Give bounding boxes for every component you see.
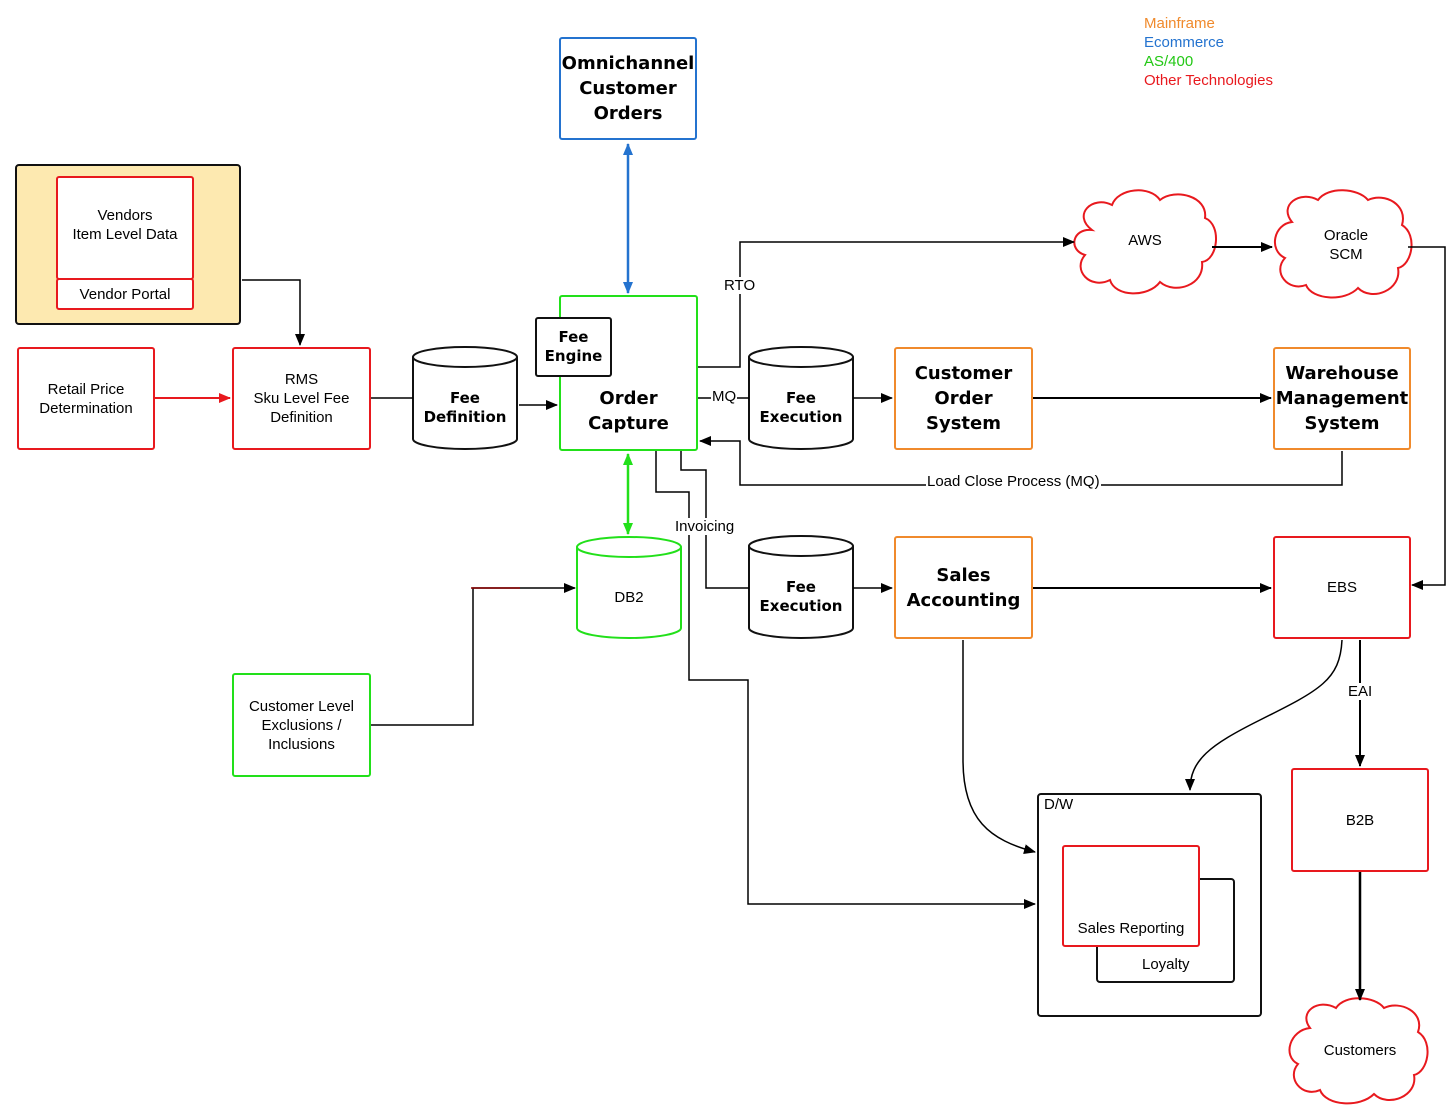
sales-accounting-to-dw-arrow xyxy=(962,640,1036,854)
warehouse-management-system: Warehouse Management System xyxy=(1273,347,1411,450)
dw-label: D/W xyxy=(1044,796,1074,813)
eai-label: EAI xyxy=(1347,683,1374,700)
customer-level-exclusions-inclusions: Customer Level Exclusions / Inclusions xyxy=(232,673,371,777)
load-close-label: Load Close Process (MQ) xyxy=(926,473,1101,490)
fee-execution-cylinder-1 xyxy=(748,346,854,450)
dw-container xyxy=(1037,793,1262,1017)
legend-mainframe: Mainframe xyxy=(1144,15,1215,32)
ebs-to-dw-arrow xyxy=(1185,639,1343,791)
order-capture-to-dw-arrow xyxy=(655,451,1036,909)
legend: Mainframe Ecommerce AS/400 Other Technol… xyxy=(1144,14,1273,90)
loyalty-label: Loyalty xyxy=(1142,956,1190,973)
sales-accounting: Sales Accounting xyxy=(894,536,1033,639)
load-close-arrow xyxy=(699,436,1343,486)
legend-as400: AS/400 xyxy=(1144,53,1194,70)
db2-label: DB2 xyxy=(614,589,644,606)
customers-label: Customers xyxy=(1323,1042,1397,1059)
rto-arrow xyxy=(698,237,1075,368)
mq-label: MQ xyxy=(711,388,738,405)
legend-ecommerce: Ecommerce xyxy=(1144,34,1225,51)
invoicing-line xyxy=(680,451,749,589)
sales-reporting: Sales Reporting xyxy=(1062,845,1200,947)
fee-definition-cylinder xyxy=(412,346,518,450)
vendor-portal: Vendor Portal xyxy=(56,278,194,310)
aws-label: AWS xyxy=(1128,232,1162,249)
invoicing-label: Invoicing xyxy=(674,518,736,535)
fee-execution-label-1: Fee Execution xyxy=(759,389,843,426)
customers-cloud xyxy=(1288,997,1429,1105)
vendors-item-level-data: Vendors Item Level Data xyxy=(56,176,194,280)
fee-definition-label: Fee Definition xyxy=(423,389,507,426)
oracle-scm-label: Oracle SCM xyxy=(1323,227,1369,263)
aws-cloud xyxy=(1073,189,1218,295)
legend-other-technologies: Other Technologies xyxy=(1144,72,1273,89)
customer-level-to-db2-arrow xyxy=(371,583,576,726)
rms-sku-level-fee-definition: RMS Sku Level Fee Definition xyxy=(232,347,371,450)
fee-execution-label-2: Fee Execution xyxy=(759,578,843,615)
db2-cylinder xyxy=(576,536,682,639)
omnichannel-customer-orders: Omnichannel Customer Orders xyxy=(559,37,697,140)
fee-execution-cylinder-2 xyxy=(748,535,854,639)
oracle-to-ebs-arrow xyxy=(1408,246,1446,590)
vendor-to-rms-arrow xyxy=(242,279,305,346)
fee-engine: Fee Engine xyxy=(535,317,612,377)
rto-label: RTO xyxy=(723,277,757,294)
customer-order-system: Customer Order System xyxy=(894,347,1033,450)
retail-price-determination: Retail Price Determination xyxy=(17,347,155,450)
ebs: EBS xyxy=(1273,536,1411,639)
b2b: B2B xyxy=(1291,768,1429,872)
oracle-scm-cloud xyxy=(1274,189,1413,299)
